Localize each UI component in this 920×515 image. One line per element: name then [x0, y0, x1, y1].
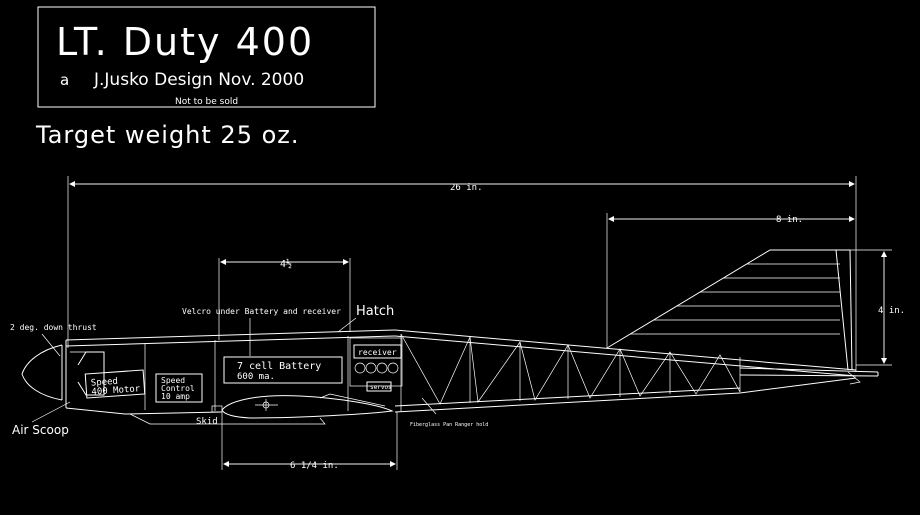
hatch-label: Hatch — [356, 304, 394, 319]
servos: servos — [366, 381, 392, 392]
title-block-border — [37, 6, 376, 108]
spinner — [21, 344, 63, 401]
not-for-sale-notice: Not to be sold — [175, 97, 238, 107]
velcro-note: Velcro under Battery and receiver — [182, 307, 341, 316]
drawing-title: LT. Duty 400 — [56, 20, 314, 64]
title-block: LT. Duty 400 a J.Jusko Design Nov. 2000 … — [37, 6, 376, 108]
bay-width-label: 4½ — [280, 258, 292, 270]
skid-length-dimension: 6 1/4 in. — [221, 412, 398, 471]
motor-label-1: Speed — [91, 377, 119, 389]
battery: 7 cell Battery 600 ma. — [223, 356, 343, 384]
tail-length-label: 8 in. — [776, 215, 803, 225]
fuselage — [21, 329, 879, 415]
air-scoop-label: Air Scoop — [12, 423, 69, 437]
receiver: receiver — [353, 344, 402, 374]
hatch — [349, 337, 403, 387]
battery-label-2: 600 ma. — [237, 372, 275, 382]
tail-height-dimension: 4 in. — [836, 249, 905, 366]
down-thrust-note: 2 deg. down thrust — [10, 323, 97, 332]
designer-credit: J.Jusko Design Nov. 2000 — [93, 70, 304, 90]
designer-prefix: a — [60, 71, 69, 89]
speed-control-label-3: 10 amp — [161, 392, 190, 401]
speed-control: Speed Control 10 amp — [155, 373, 203, 403]
receiver-label: receiver — [358, 348, 397, 357]
motor: Speed 400 Motor — [84, 369, 146, 399]
battery-label-1: 7 cell Battery — [237, 361, 321, 372]
skid-label: Skid — [196, 417, 218, 427]
servos-label: servos — [370, 384, 392, 391]
tail-height-label: 4 in. — [878, 306, 905, 316]
vertical-fin — [606, 249, 853, 371]
overall-length-label: 26 in. — [450, 183, 483, 193]
motor-label-2: 400 Motor — [91, 384, 141, 397]
tail-length-dimension: 8 in. — [606, 213, 855, 348]
speed-control-label-1: Speed — [161, 376, 185, 385]
target-weight-note: Target weight 25 oz. — [35, 121, 300, 149]
speed-control-label-2: Control — [161, 384, 195, 393]
skid-pan: Skid — [129, 393, 394, 427]
bay-width-dimension: 4½ — [218, 258, 351, 340]
overall-length-dimension: 26 in. — [67, 176, 857, 372]
fiberglass-note: Fiberglass Pan Ranger hold — [410, 422, 488, 428]
skid-length-label: 6 1/4 in. — [290, 461, 339, 471]
